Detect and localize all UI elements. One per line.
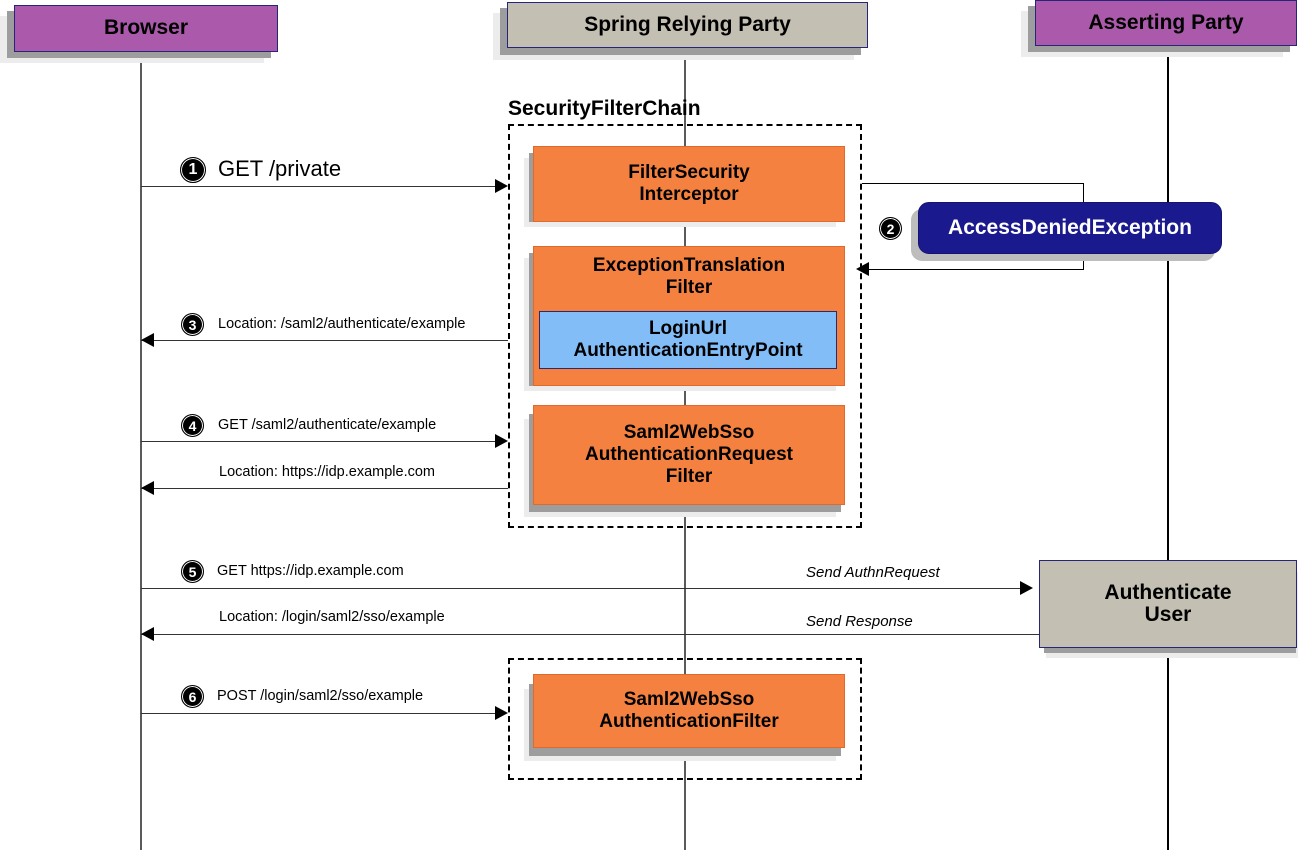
- message-arrow-4: [141, 441, 506, 442]
- exception-translation-line-1: ExceptionTranslation: [592, 255, 786, 276]
- message-arrow-4b: [141, 488, 508, 489]
- exception-connector-bottom: [869, 269, 1084, 270]
- step-badge-5: 5: [181, 560, 204, 583]
- security-filter-chain-group-bottom: [508, 658, 862, 780]
- exception-translation-line-2: Filter: [665, 277, 713, 299]
- step-badge-2: 2: [879, 217, 902, 240]
- message-arrow-3-head: [141, 333, 154, 347]
- actor-asserting-party[interactable]: Asserting Party: [1035, 0, 1297, 46]
- message-arrow-6-head: [495, 706, 508, 720]
- lifeline-browser: [140, 52, 142, 850]
- step-badge-1: 1: [180, 157, 206, 183]
- message-5d-text: Send Response: [806, 613, 913, 630]
- access-denied-label: AccessDeniedException: [948, 216, 1192, 239]
- message-label-5c: Location: /login/saml2/sso/example: [219, 609, 445, 625]
- step-badge-3: 3: [181, 313, 204, 336]
- saml-auth-line-1: Saml2WebSso: [623, 688, 755, 710]
- actor-browser[interactable]: Browser: [14, 5, 278, 52]
- step-badge-6-number: 6: [188, 688, 197, 705]
- security-filter-chain-label: SecurityFilterChain: [508, 97, 701, 121]
- saml-auth-line-2: AuthenticationFilter: [599, 711, 779, 732]
- message-arrow-3: [141, 340, 508, 341]
- step-badge-5-number: 5: [188, 563, 197, 580]
- message-label-4b: Location: https://idp.example.com: [219, 464, 435, 480]
- message-arrow-1: [141, 186, 506, 187]
- message-5c-text: Location: /login/saml2/sso/example: [219, 609, 445, 625]
- note-access-denied-exception[interactable]: AccessDeniedException: [918, 202, 1222, 254]
- message-arrow-5: [141, 588, 1030, 589]
- login-url-line-1: LoginUrl: [648, 317, 728, 339]
- message-3-text: Location: /saml2/authenticate/example: [218, 316, 466, 332]
- chain-label-text: SecurityFilterChain: [508, 97, 701, 120]
- filter-box-saml2-websso-authentication-filter[interactable]: Saml2WebSso AuthenticationFilter: [533, 674, 845, 748]
- message-label-5b: Send AuthnRequest: [806, 564, 940, 581]
- message-label-1: GET /private: [218, 156, 341, 182]
- step-badge-4-number: 4: [188, 417, 197, 434]
- filter-box-filter-security-interceptor[interactable]: FilterSecurity Interceptor: [533, 146, 845, 222]
- actor-spring-relying-party[interactable]: Spring Relying Party: [507, 2, 868, 48]
- step-badge-2-number: 2: [886, 220, 895, 237]
- lifeline-asserting: [1167, 46, 1169, 850]
- saml-request-line-1: Saml2WebSso: [623, 421, 755, 443]
- authenticate-user-line-2: User: [1144, 603, 1192, 626]
- filter-security-line-2: Interceptor: [639, 184, 739, 205]
- message-label-6: POST /login/saml2/sso/example: [217, 688, 423, 704]
- message-4-text: GET /saml2/authenticate/example: [218, 417, 437, 433]
- login-url-line-2: AuthenticationEntryPoint: [573, 340, 803, 361]
- saml-request-line-3: Filter: [665, 466, 713, 488]
- step-badge-4: 4: [181, 414, 204, 437]
- message-5b-text: Send AuthnRequest: [806, 564, 940, 581]
- step-badge-6: 6: [181, 685, 204, 708]
- exception-connector-arrowhead: [856, 262, 869, 276]
- security-filter-chain-group: [508, 124, 862, 528]
- exception-connector-top: [862, 183, 1084, 184]
- actor-asserting-label: Asserting Party: [1088, 10, 1244, 34]
- step-badge-1-number: 1: [188, 161, 198, 178]
- message-5-text: GET https://idp.example.com: [217, 563, 404, 579]
- message-label-3: Location: /saml2/authenticate/example: [218, 316, 465, 332]
- message-arrow-1-head: [495, 179, 508, 193]
- message-6-text: POST /login/saml2/sso/example: [217, 688, 424, 704]
- message-arrow-5c-head: [141, 627, 154, 641]
- box-authenticate-user[interactable]: Authenticate User: [1039, 560, 1297, 648]
- message-arrow-4b-head: [141, 481, 154, 495]
- saml-request-line-2: AuthenticationRequest: [585, 443, 793, 465]
- actor-browser-label: Browser: [103, 16, 189, 40]
- message-label-5d: Send Response: [806, 613, 913, 630]
- message-arrow-5c: [141, 634, 1039, 635]
- authenticate-user-line-1: Authenticate: [1104, 580, 1232, 604]
- filter-box-login-url-authentication-entry-point[interactable]: LoginUrl AuthenticationEntryPoint: [539, 311, 837, 369]
- message-label-5: GET https://idp.example.com: [217, 563, 404, 579]
- actor-relying-label: Spring Relying Party: [584, 12, 791, 36]
- message-1-text: GET /private: [218, 156, 342, 181]
- message-4b-text: Location: https://idp.example.com: [219, 464, 436, 480]
- step-badge-3-number: 3: [188, 316, 197, 333]
- filter-box-saml2-websso-authentication-request-filter[interactable]: Saml2WebSso AuthenticationRequest Filter: [533, 405, 845, 505]
- message-arrow-4-head: [495, 434, 508, 448]
- filter-security-line-1: FilterSecurity: [628, 161, 750, 183]
- message-arrow-6: [141, 713, 506, 714]
- message-arrow-5-head: [1020, 581, 1033, 595]
- message-label-4: GET /saml2/authenticate/example: [218, 417, 436, 433]
